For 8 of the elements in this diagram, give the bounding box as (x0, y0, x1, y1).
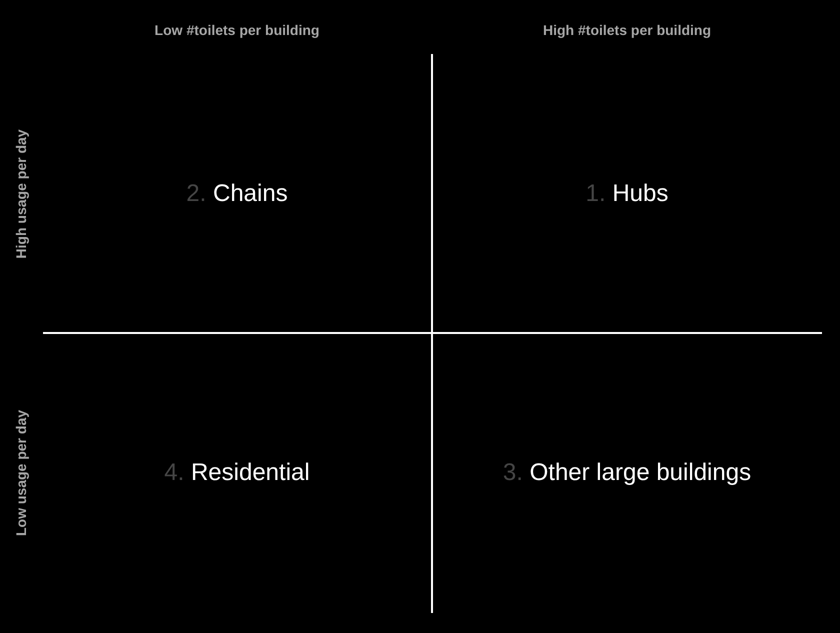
row-header: Low usage per day (12, 410, 30, 536)
quadrant-label: 3. Other large buildings (502, 459, 752, 487)
column-header: High #toilets per building (543, 22, 711, 38)
column-header: Low #toilets per building (154, 22, 320, 38)
quadrant-label: 1. Hubs (586, 180, 668, 208)
row-header: High usage per day (12, 129, 30, 259)
quadrant-label: 4. Residential (164, 459, 310, 487)
quadrant-label: 2. Chains (186, 180, 288, 208)
